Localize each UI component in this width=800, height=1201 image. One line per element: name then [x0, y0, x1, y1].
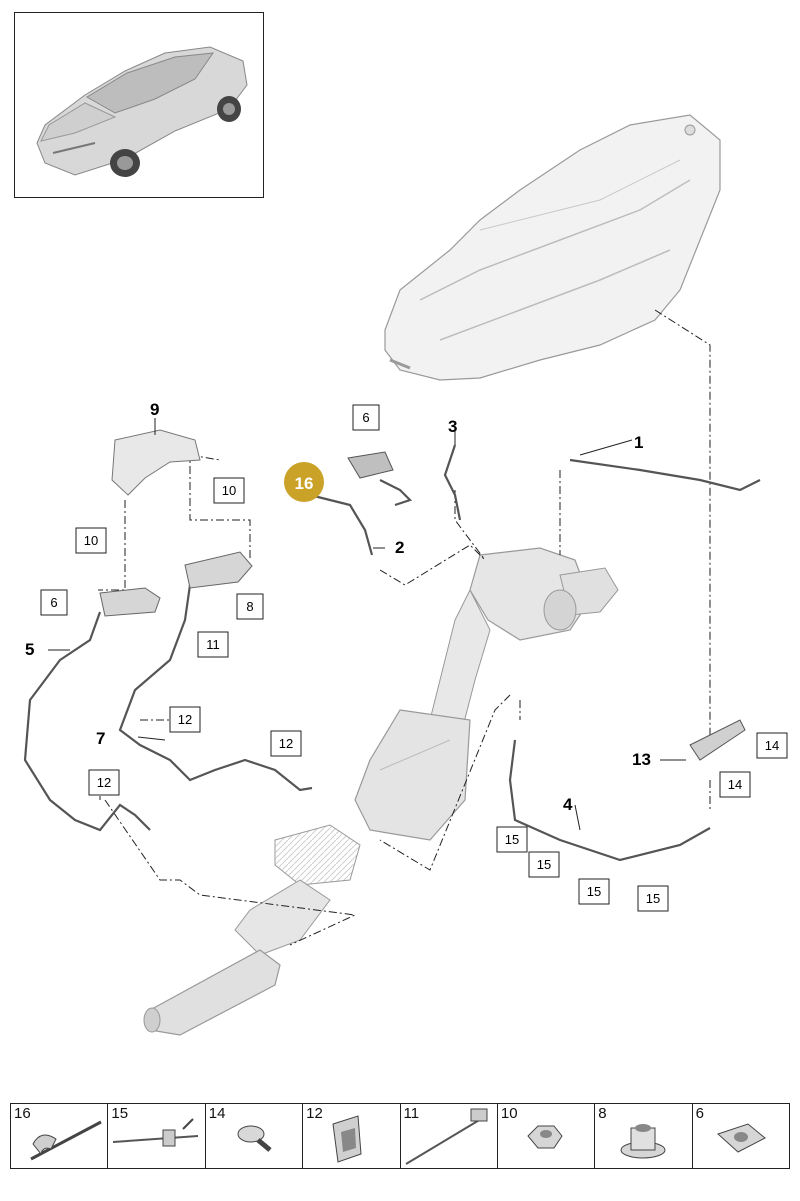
- boxed-references: 6 6 8 10 10 11 12 12 12 14 14 15 15 15 1…: [40, 404, 788, 912]
- nut-icon: [527, 1125, 563, 1149]
- ref-box-12: 12: [279, 736, 293, 751]
- ref-box-12: 12: [97, 775, 111, 790]
- legend-number: 11: [403, 1105, 420, 1122]
- legend-number: 8: [598, 1105, 607, 1122]
- ref-box-15: 15: [646, 891, 660, 906]
- strap-tie-icon: [404, 1108, 487, 1165]
- callout-1: 1: [634, 433, 643, 452]
- ref-box-12: 12: [178, 712, 192, 727]
- ref-box-15: 15: [505, 832, 519, 847]
- car-illustration: [36, 46, 248, 177]
- ref-box-15: 15: [537, 857, 551, 872]
- ref-box-11: 11: [206, 637, 220, 652]
- transmission: [384, 114, 721, 381]
- control-units: [99, 429, 746, 761]
- legend-cell-11: 11: [401, 1104, 498, 1168]
- ref-box-15: 15: [587, 884, 601, 899]
- ref-box-10: 10: [222, 483, 236, 498]
- callout-13: 13: [632, 750, 651, 769]
- legend-cell-10: 10: [498, 1104, 596, 1168]
- legend-cell-15: 15: [108, 1104, 206, 1168]
- callout-16: 16: [295, 474, 314, 493]
- callout-numbers: 1 2 3 4 5 7 9 13: [25, 400, 686, 831]
- cable-tie-icon: [113, 1118, 199, 1147]
- callout-7: 7: [96, 729, 105, 748]
- legend-cell-16: 16: [11, 1104, 109, 1168]
- sensor-cables: [23, 444, 761, 862]
- legend-number: 15: [111, 1105, 129, 1122]
- legend-cell-8: 8: [595, 1104, 693, 1168]
- legend-cell-14: 14: [206, 1104, 304, 1168]
- clip-strip-icon: [30, 1120, 102, 1161]
- legend-cell-12: 12: [303, 1104, 401, 1168]
- legend-number: 16: [14, 1105, 31, 1122]
- ref-box-6: 6: [50, 595, 57, 610]
- ref-box-6: 6: [362, 410, 369, 425]
- legend-number: 10: [500, 1105, 518, 1122]
- bracket-clip-icon: [332, 1115, 362, 1163]
- legend-number: 14: [208, 1105, 226, 1122]
- leader-lines: [98, 309, 711, 946]
- callout-9: 9: [150, 400, 159, 419]
- legend-cell-6: 6: [693, 1104, 789, 1168]
- callout-16-highlight: 16: [284, 462, 324, 502]
- callout-5: 5: [25, 640, 34, 659]
- vehicle-overview-inset: [14, 12, 264, 198]
- screw-icon: [237, 1125, 272, 1152]
- legend-number: 6: [695, 1105, 704, 1122]
- ref-box-8: 8: [246, 599, 253, 614]
- ref-box-14: 14: [765, 738, 779, 753]
- exhaust-system: [143, 547, 619, 1036]
- ref-box-14: 14: [728, 777, 742, 792]
- legend-number: 12: [306, 1105, 323, 1122]
- callout-4: 4: [563, 795, 573, 814]
- parts-legend: 16 15 14 12 11 10: [10, 1103, 790, 1169]
- callout-3: 3: [448, 417, 457, 436]
- callout-2: 2: [395, 538, 404, 557]
- ref-box-10: 10: [84, 533, 98, 548]
- flange-nut-icon: [620, 1124, 666, 1159]
- speed-nut-icon: [716, 1123, 766, 1153]
